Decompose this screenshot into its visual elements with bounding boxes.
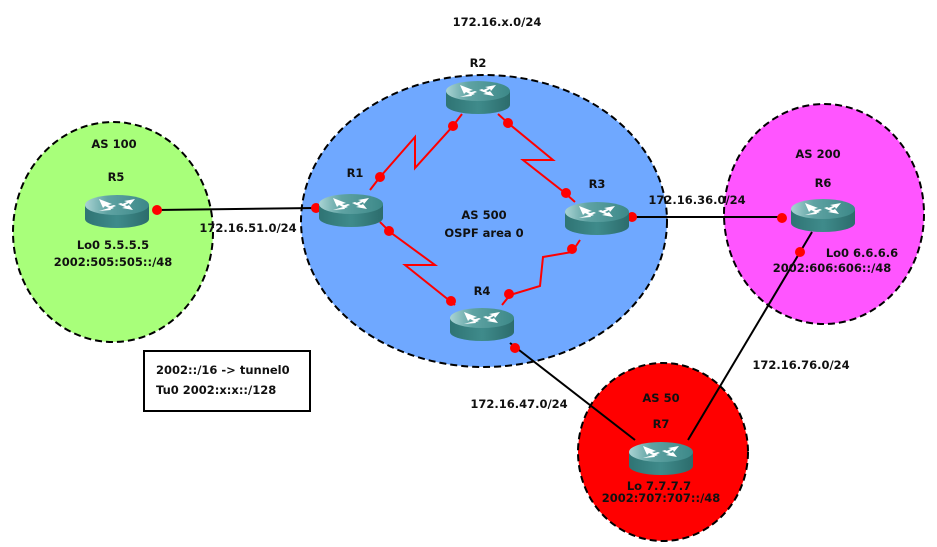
subnet-label-r4-r7: 172.16.47.0/24 <box>470 397 567 411</box>
as100-title: AS 100 <box>91 137 136 151</box>
subnet-label-r3-r6: 172.16.36.0/24 <box>648 193 745 207</box>
router-r2[interactable] <box>446 81 510 114</box>
router-icon <box>446 81 510 114</box>
link-r4-r7[interactable] <box>509 342 636 441</box>
router-icon <box>450 308 514 341</box>
router-r7[interactable] <box>629 442 693 475</box>
router-icon <box>791 199 855 232</box>
router-label-r6: R6 <box>815 176 832 190</box>
router-label-r1: R1 <box>347 166 364 180</box>
router-icon <box>565 202 629 235</box>
subnet-label-r5-r1: 172.16.51.0/24 <box>199 221 296 235</box>
r6-ipv6: 2002:606:606::/48 <box>773 261 892 275</box>
router-r5[interactable] <box>85 195 149 228</box>
port-dot <box>561 188 571 198</box>
as100-area <box>12 121 214 343</box>
as50-title: AS 50 <box>642 391 679 405</box>
r7-ipv6: 2002:707:707::/48 <box>602 491 721 505</box>
port-dot <box>567 244 577 254</box>
router-r1[interactable] <box>319 194 383 227</box>
port-dot <box>448 121 458 131</box>
port-dot <box>777 213 787 223</box>
port-dot <box>152 205 162 215</box>
r7-loopback: Lo 7.7.7.7 <box>627 479 691 493</box>
router-label-r2: R2 <box>470 56 487 70</box>
router-r3[interactable] <box>565 202 629 235</box>
port-dot <box>503 118 513 128</box>
r6-loopback: Lo0 6.6.6.6 <box>826 246 898 260</box>
router-icon <box>319 194 383 227</box>
r5-ipv6: 2002:505:505::/48 <box>54 255 173 269</box>
port-dot <box>627 212 637 222</box>
port-dot <box>446 296 456 306</box>
port-dot <box>504 289 514 299</box>
port-dot <box>795 247 805 257</box>
link-r5-r1[interactable] <box>156 207 317 211</box>
as200-title: AS 200 <box>795 147 840 161</box>
as500-subtitle: OSPF area 0 <box>444 226 523 240</box>
router-label-r4: R4 <box>474 284 491 298</box>
port-dot <box>384 226 394 236</box>
router-label-r5: R5 <box>108 170 125 184</box>
router-icon <box>85 195 149 228</box>
router-icon <box>629 442 693 475</box>
router-r4[interactable] <box>450 308 514 341</box>
as500-area <box>300 74 668 368</box>
port-dot <box>311 203 321 213</box>
note-line-2: Tu0 2002:x:x::/128 <box>156 383 277 397</box>
port-dot <box>375 172 385 182</box>
router-r6[interactable] <box>791 199 855 232</box>
note-line-1: 2002::/16 -> tunnel0 <box>156 363 290 377</box>
router-label-r3: R3 <box>589 177 606 191</box>
port-dots <box>152 118 805 353</box>
link-r6-r7[interactable] <box>687 231 813 441</box>
router-label-r7: R7 <box>653 417 670 431</box>
tunnel-note-box: 2002::/16 -> tunnel0 Tu0 2002:x:x::/128 <box>143 350 311 412</box>
port-dot <box>510 343 520 353</box>
as500-title: AS 500 <box>461 208 506 222</box>
top-subnet-label: 172.16.x.0/24 <box>453 15 542 29</box>
r5-loopback: Lo0 5.5.5.5 <box>77 238 149 252</box>
subnet-label-r6-r7: 172.16.76.0/24 <box>752 358 849 372</box>
